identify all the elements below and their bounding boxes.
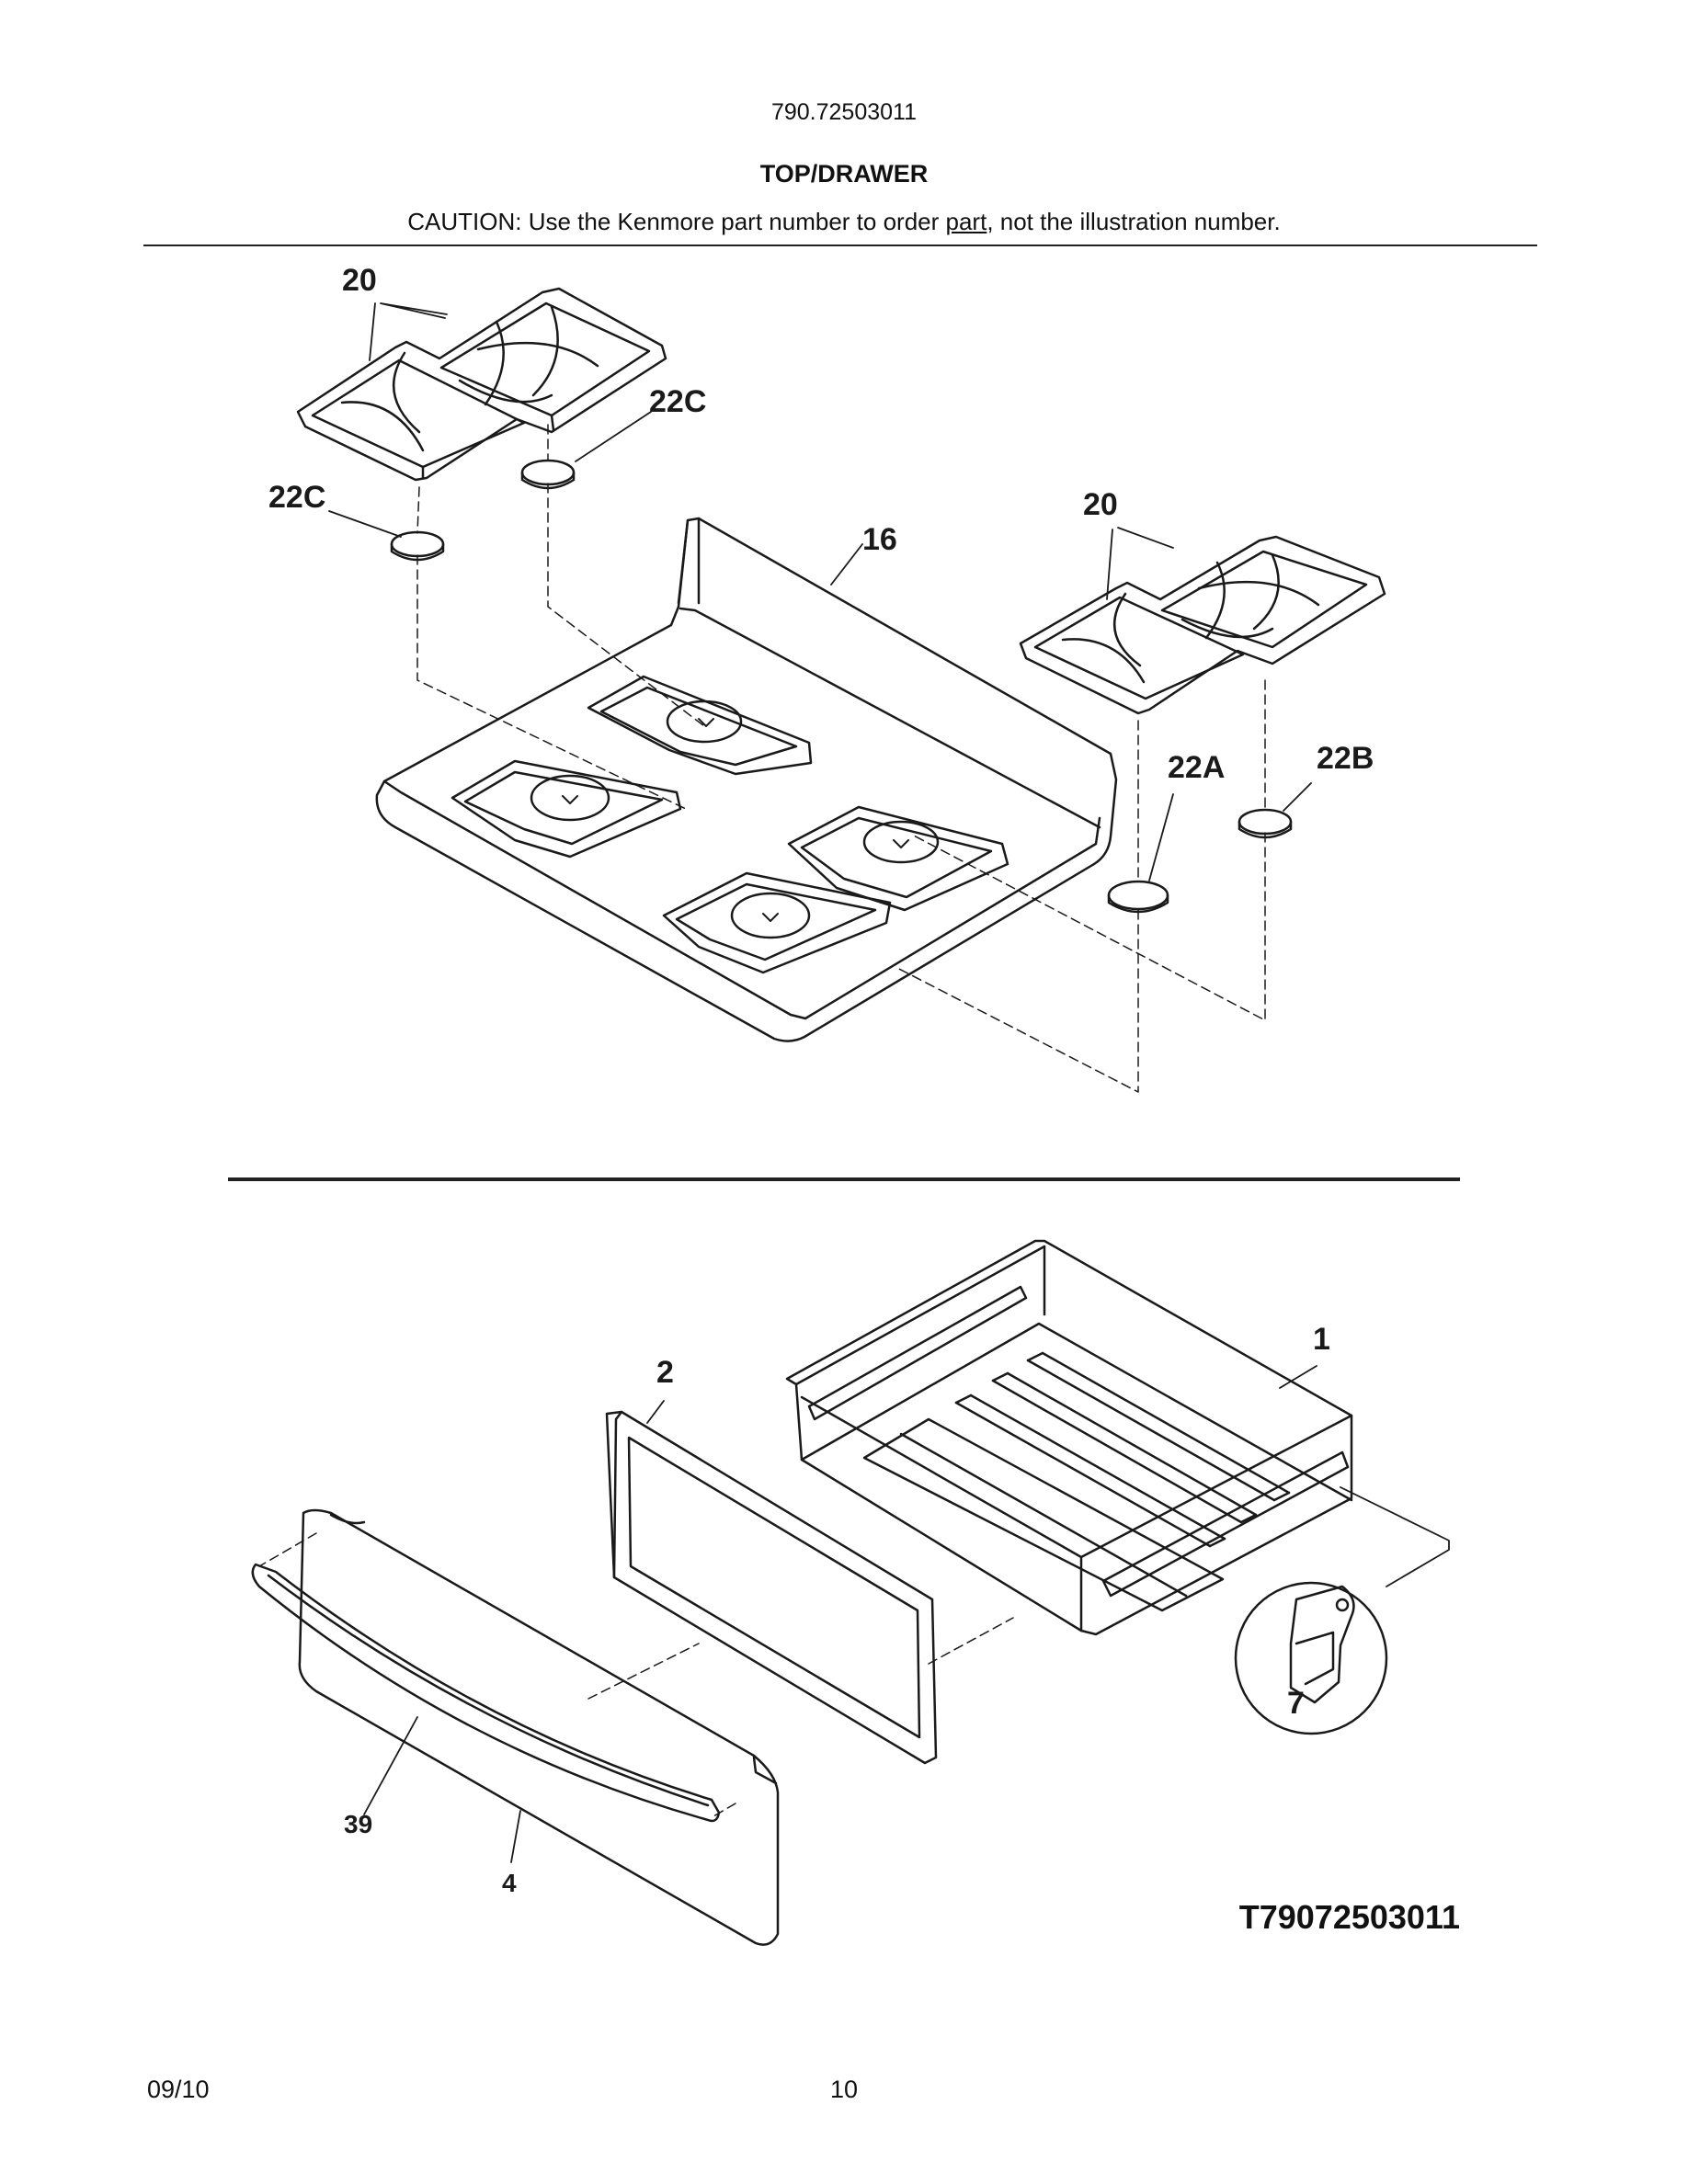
caution-note: CAUTION: Use the Kenmore part number to …: [0, 208, 1688, 236]
drawer-body-1: [785, 1239, 1353, 1636]
drawer-clip-7: [1234, 1581, 1388, 1735]
cooktop-16: [375, 517, 1118, 1042]
callout-drawer-liner: 2: [656, 1355, 674, 1390]
callout-grate-right: 20: [1083, 487, 1118, 522]
leader-lines-drawer: [363, 1365, 1450, 1863]
callout-grate-left: 20: [342, 263, 377, 298]
drawer-front-4: [298, 1508, 780, 1946]
callout-drawer-front: 4: [502, 1869, 517, 1897]
header-divider: [143, 245, 1537, 246]
caution-underlined-word: part: [945, 208, 987, 235]
footer-date: 09/10: [147, 2076, 210, 2103]
grate-left-20: [296, 287, 667, 482]
grate-right-20: [1019, 535, 1386, 715]
callout-cooktop: 16: [862, 522, 897, 557]
drawer-handle-39: [251, 1563, 721, 1823]
leader-lines-top: [328, 302, 1312, 882]
footer-page-number: 10: [829, 2076, 859, 2103]
callout-22b: 22B: [1317, 741, 1374, 776]
caution-prefix: CAUTION: Use the Kenmore part number to …: [407, 208, 946, 235]
drawer-liner-2: [605, 1410, 938, 1765]
burner-cap-22a: [1107, 880, 1169, 914]
callout-drawer-clip: 7: [1287, 1686, 1305, 1721]
callout-drawer-body: 1: [1313, 1322, 1330, 1357]
caution-suffix: , not the illustration number.: [987, 208, 1281, 235]
section-divider: [228, 1177, 1460, 1181]
callout-22c-upper: 22C: [649, 384, 706, 419]
section-title: TOP/DRAWER: [759, 160, 929, 188]
assembly-lines-top: [416, 424, 1266, 1093]
assembly-lines-drawer: [258, 1532, 1014, 1817]
illustration-id: T79072503011: [1238, 1898, 1460, 1936]
callout-22c-left: 22C: [268, 480, 325, 515]
callout-22a: 22A: [1168, 750, 1225, 785]
model-number: 790.72503011: [770, 99, 918, 125]
callout-drawer-handle: 39: [344, 1810, 372, 1838]
